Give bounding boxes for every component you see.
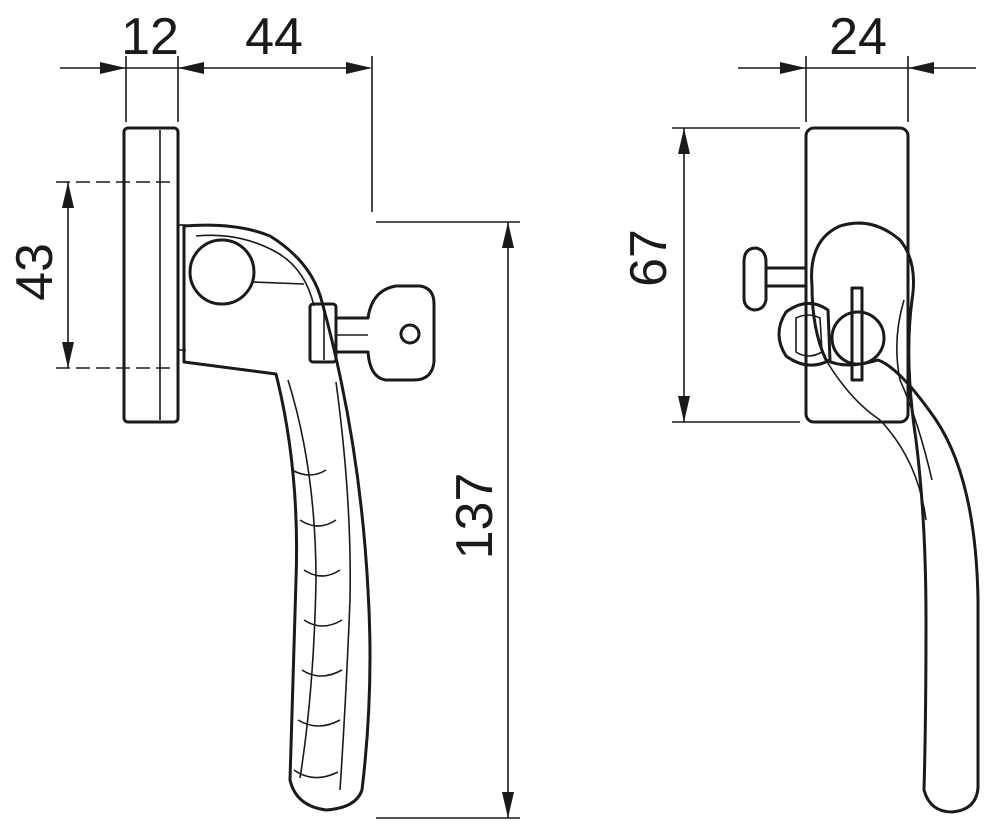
dimension-label-67: 67 <box>620 229 678 287</box>
side-key <box>308 284 436 382</box>
dimension-label-24: 24 <box>829 8 887 66</box>
side-view: 12 44 43 137 <box>6 8 520 819</box>
front-view: 24 67 <box>620 8 980 814</box>
front-rose-plate <box>804 126 910 424</box>
front-lock-cylinder <box>777 286 886 382</box>
dimension-side-projection: 44 <box>245 8 373 212</box>
dimension-side-rose-height: 43 <box>6 181 172 369</box>
side-rose-plate <box>122 126 186 424</box>
dimension-front-width: 24 <box>738 8 976 122</box>
dimension-label-44: 44 <box>245 8 303 66</box>
front-push-button <box>742 246 808 312</box>
dimension-label-137: 137 <box>446 473 504 560</box>
dimension-side-thickness: 12 <box>60 8 370 122</box>
side-pivot-button <box>188 238 256 306</box>
side-handle <box>182 223 372 812</box>
dimension-front-rose-height: 67 <box>620 127 800 423</box>
dimension-label-12: 12 <box>121 8 179 66</box>
front-handle <box>810 221 980 814</box>
dimension-side-total-height: 137 <box>376 221 520 819</box>
dimension-label-43: 43 <box>6 243 64 301</box>
